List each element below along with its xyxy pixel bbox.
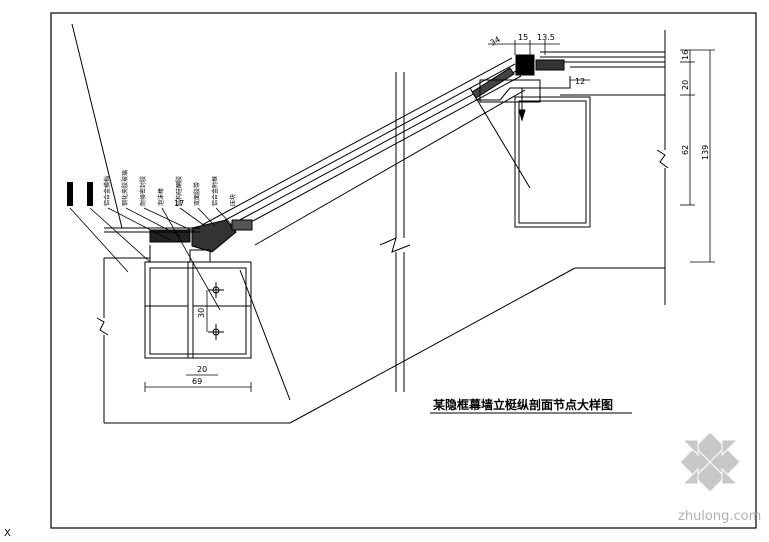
lower-mullion [144,261,291,401]
dim-13-5: 13.5 [537,33,555,42]
dim-69: 69 [192,377,202,386]
dim-16: 16 [681,50,690,60]
callout-label: 结构硅酮胶 [175,176,183,206]
callout-label: 泡沫棒 [157,188,165,206]
dimension-right [680,49,715,263]
break-line-left [96,258,109,423]
break-line-right [656,30,669,305]
dim-30: 30 [197,308,206,318]
watermark-logo [679,431,741,493]
callout-labels: 铝合金横档 钢化夹胶玻璃 耐候密封胶 泡沫棒 结构硅酮胶 双面胶带 铝合金附框 … [67,170,237,206]
dim-15: 15 [518,33,528,42]
callout-label: 耐候密封胶 [139,176,147,206]
corner-mark: X [4,528,11,539]
break-line-center [379,72,411,392]
drawing-frame [50,12,757,529]
dimension-left [144,290,252,392]
dim-12: 12 [575,77,585,86]
dim-20-left: 20 [197,365,207,374]
dim-139: 139 [701,145,710,160]
dimension-top [488,40,590,81]
callout-label: 铝合金横档 [103,176,111,206]
upper-joint [471,54,591,228]
building-outline [71,23,665,424]
callout-label: 铝合金附框 [211,176,219,206]
callout-label: 双面胶带 [193,182,201,206]
callout-leaders [69,207,233,311]
drawing-title: 某隐框幕墙立梃纵剖面节点大样图 [433,397,613,412]
dim-17: 17 [174,199,184,208]
bolt-symbol [208,282,224,298]
callout-label: 钢化夹胶玻璃 [121,170,129,206]
dim-62: 62 [681,145,690,155]
top-glass-band [540,51,665,96]
watermark-text: zhulong.com [678,509,761,524]
dim-34: 34 [489,35,502,48]
dim-20: 20 [681,80,690,90]
bolt-symbol [208,324,224,340]
callout-label: 压块 [229,194,237,206]
sloped-glass-panel [201,57,526,246]
